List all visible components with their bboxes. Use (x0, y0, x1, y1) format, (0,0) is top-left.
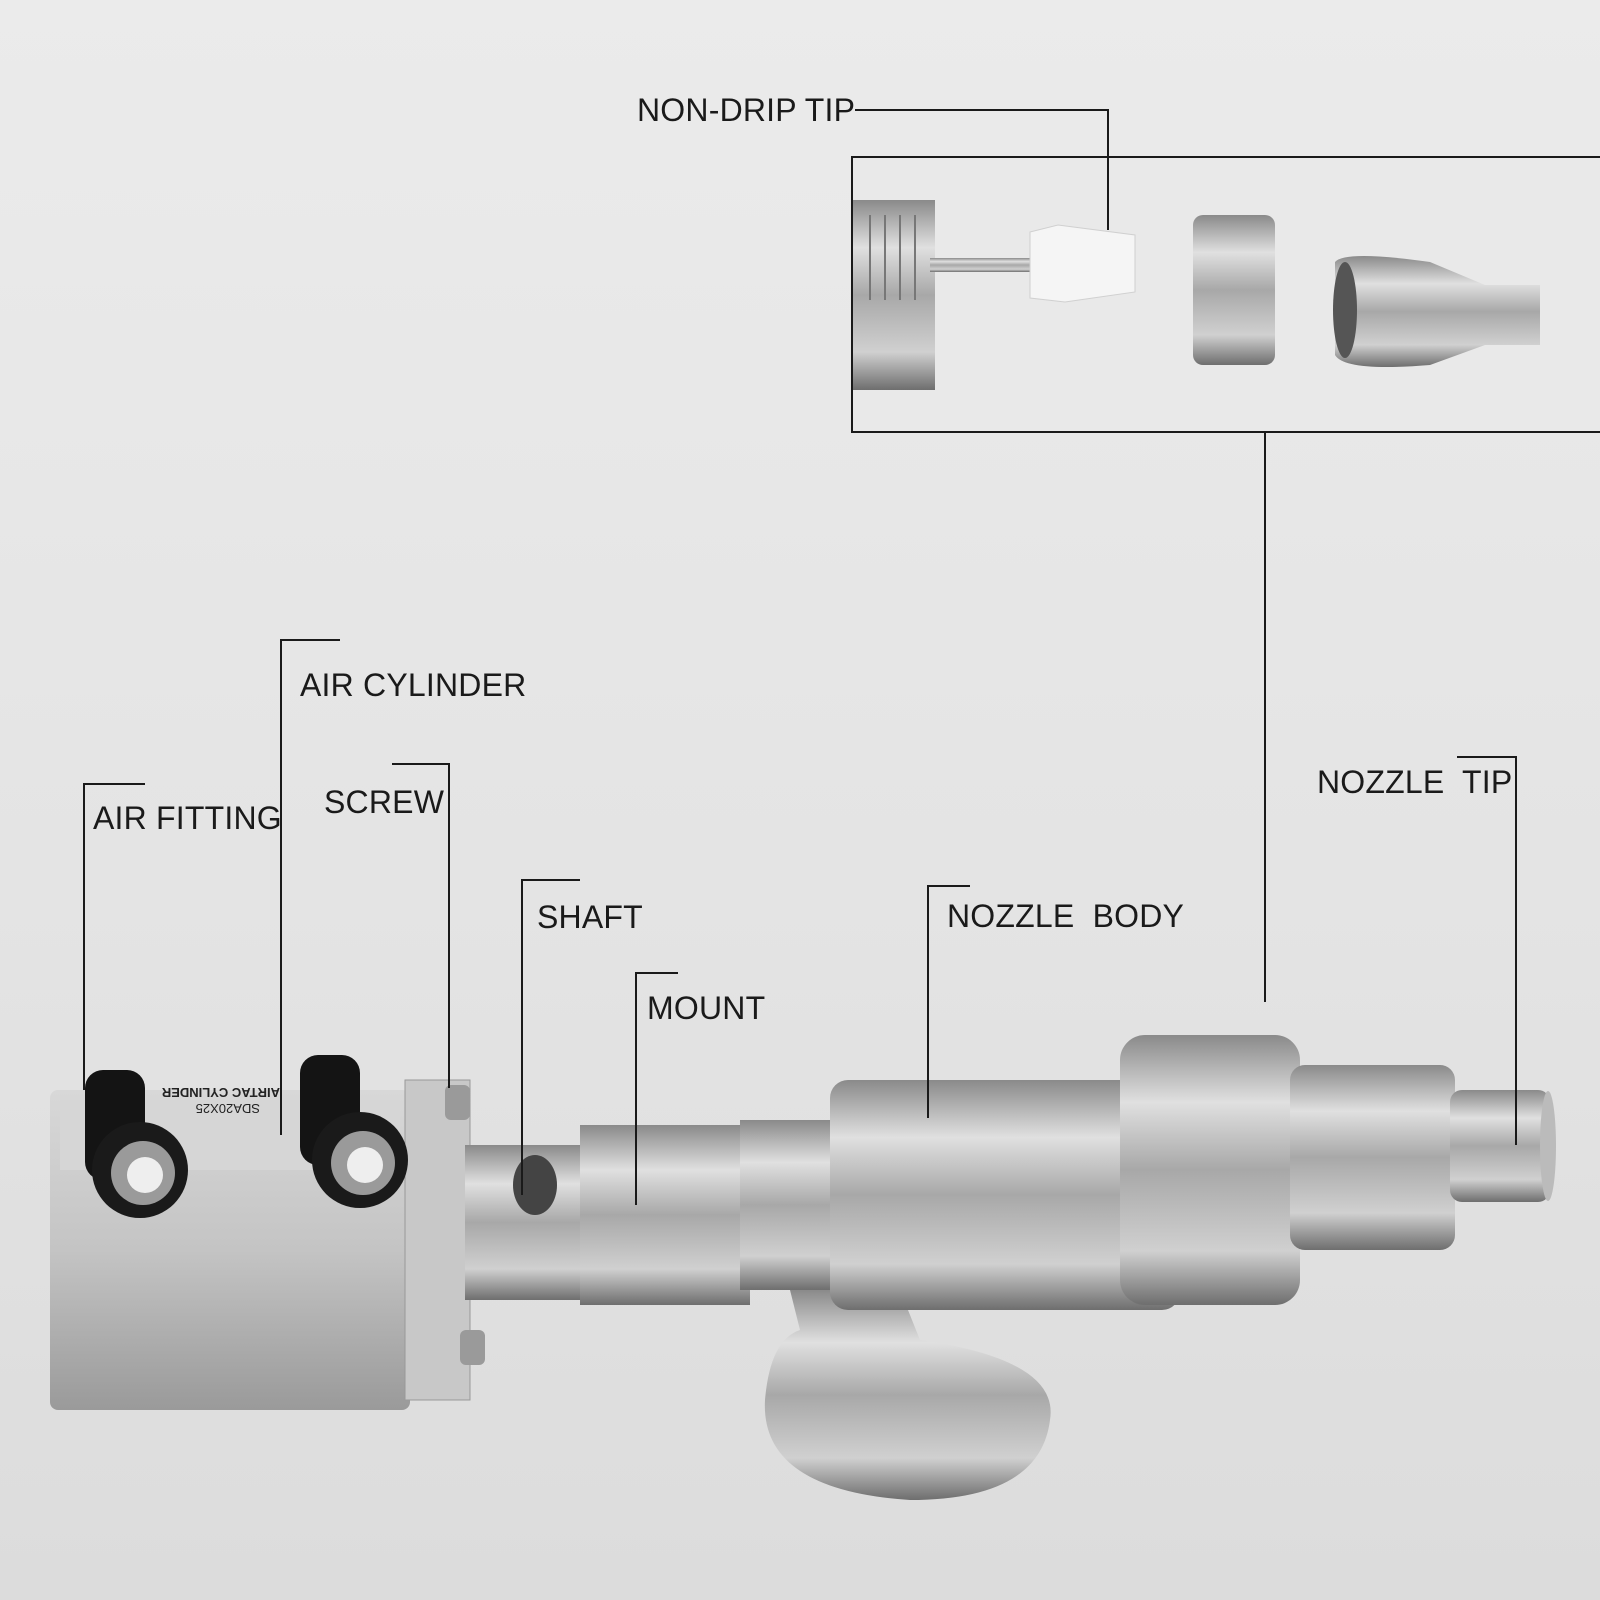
cylinder-model-marking: SDA20X25 (196, 1101, 260, 1116)
nozzle-tip-part (1450, 1090, 1550, 1202)
air-fitting-left (85, 1070, 188, 1218)
leader-air-cylinder (280, 639, 340, 1135)
leader-mount (635, 972, 678, 1205)
leader-nozzle-body (927, 885, 970, 1118)
leader-air-fitting (83, 783, 145, 1090)
label-non-drip-tip: NON-DRIP TIP (637, 92, 856, 128)
screw-top (445, 1085, 470, 1120)
mount-part (580, 1125, 750, 1305)
leader-non-drip-tip (855, 109, 1109, 230)
label-nozzle-tip: NOZZLE TIP (1317, 764, 1513, 800)
inset-exploded-view (851, 156, 1600, 433)
threaded-body (853, 200, 935, 390)
label-nozzle-body: NOZZLE BODY (947, 898, 1185, 934)
leader-nozzle-tip (1457, 756, 1517, 1145)
tip-part (1335, 256, 1540, 368)
label-screw: SCREW (324, 784, 445, 820)
non-drip-tip-part (1029, 224, 1136, 303)
air-fitting-right (300, 1055, 408, 1208)
flange (764, 1290, 1051, 1500)
pin (930, 258, 1030, 272)
label-air-fitting: AIR FITTING (93, 800, 282, 836)
nozzle-assembly-photo: SDA20X25 AIRTAC CYLINDER (50, 1035, 1556, 1500)
leader-screw (392, 763, 450, 1088)
leader-lines (83, 109, 1517, 1205)
screw-bottom (460, 1330, 485, 1365)
label-air-cylinder: AIR CYLINDER (300, 667, 527, 703)
retaining-ring (1193, 215, 1275, 365)
label-mount: MOUNT (647, 990, 766, 1026)
leader-shaft (521, 879, 580, 1195)
nozzle-ring (1120, 1035, 1300, 1305)
label-shaft: SHAFT (537, 899, 643, 935)
cylinder-brand-marking: AIRTAC CYLINDER (161, 1085, 280, 1100)
end-plate (404, 1079, 471, 1401)
nozzle-body-part (830, 1080, 1180, 1310)
